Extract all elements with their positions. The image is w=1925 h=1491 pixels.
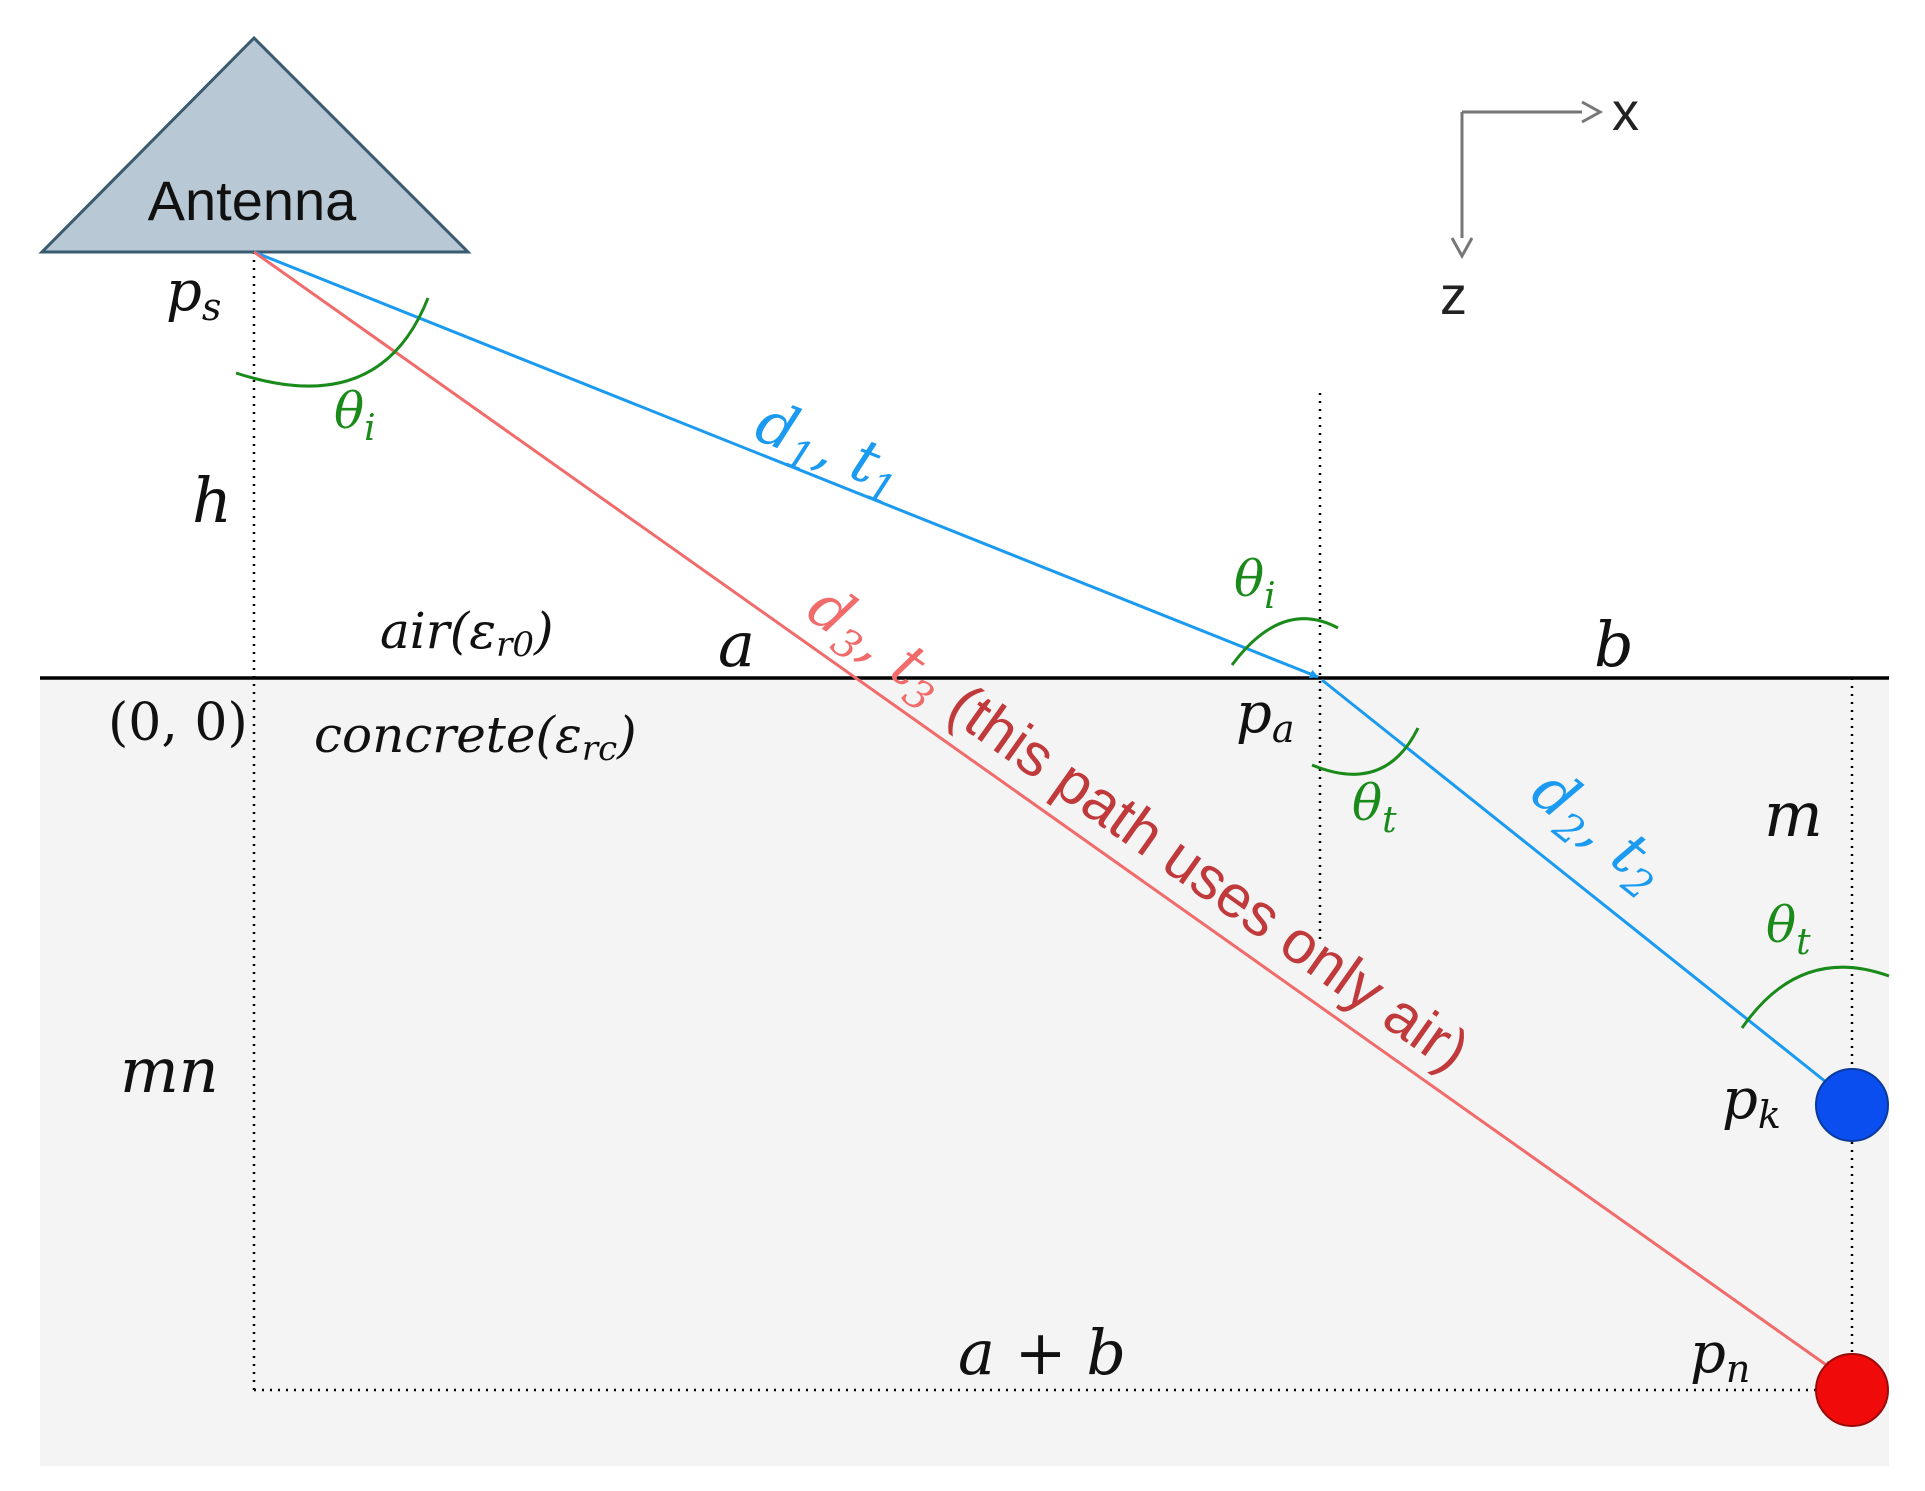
- label-pk: pk: [1722, 1067, 1781, 1137]
- label-pa: pa: [1236, 681, 1295, 751]
- path-d1-segment: [253, 250, 1319, 679]
- label-air-medium: air(εr0): [380, 602, 553, 665]
- arc-theta-i-interface: [1230, 617, 1339, 666]
- arc-theta-t-interface: [1311, 727, 1420, 776]
- label-mn: mn: [120, 1034, 219, 1107]
- label-a: a: [718, 608, 755, 681]
- label-d1-t1: d1, t1: [744, 387, 913, 515]
- angle-arcs: [235, 297, 1890, 1029]
- label-concrete-medium: concrete(εrc): [314, 706, 637, 769]
- x-axis-label: x: [1612, 82, 1639, 142]
- dotted-guides: [252, 252, 1854, 1392]
- label-b: b: [1594, 608, 1634, 681]
- point-pk: [1815, 1068, 1889, 1142]
- label-origin: (0, 0): [108, 693, 248, 753]
- path-d3-segment: [253, 250, 1833, 1371]
- label-m: m: [1764, 778, 1823, 851]
- label-ps: ps: [166, 259, 221, 329]
- arc-theta-t-target: [1740, 965, 1890, 1029]
- antenna-label: Antenna: [148, 169, 357, 232]
- label-theta-t-interface: θt: [1352, 774, 1397, 841]
- arc-theta-i-source: [235, 297, 430, 388]
- axis-indicator: x z: [1440, 82, 1639, 326]
- label-pn: pn: [1690, 1321, 1750, 1391]
- label-theta-i-interface: θi: [1234, 550, 1276, 617]
- concrete-region: [40, 678, 1889, 1466]
- z-axis-label: z: [1440, 266, 1467, 326]
- point-pn: [1815, 1353, 1889, 1427]
- label-a-plus-b: a + b: [958, 1316, 1126, 1389]
- label-theta-t-target: θt: [1766, 896, 1811, 963]
- label-theta-i-source: θi: [334, 382, 376, 449]
- label-h: h: [192, 464, 232, 537]
